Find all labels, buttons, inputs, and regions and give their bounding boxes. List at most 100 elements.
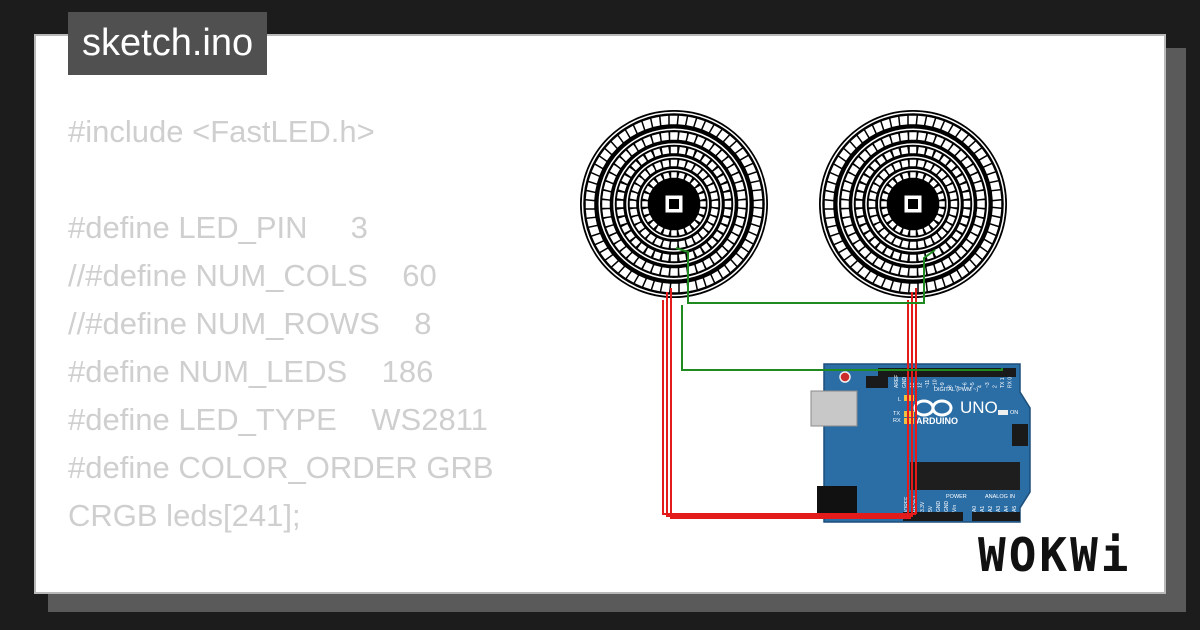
ring-led [735, 189, 748, 202]
pin-label: A5 [1012, 506, 1018, 512]
ring-led [962, 199, 972, 209]
board-brand: ARDUINO [916, 416, 958, 426]
ring-led [669, 170, 679, 180]
ring-led [600, 198, 612, 210]
pin-label: ~6 [963, 382, 969, 388]
ring-led [854, 207, 866, 218]
pin-label: 8 [948, 385, 954, 388]
ring-led [708, 190, 720, 202]
ring-led [615, 199, 625, 209]
board-model: UNO [960, 398, 998, 417]
pin-label: A0 [972, 506, 978, 512]
ring-led [839, 198, 851, 210]
pin-label: ~11 [925, 380, 931, 388]
ring-led [676, 226, 687, 238]
ring-led [839, 206, 852, 219]
ring-led [900, 170, 911, 182]
sketch-filename-tab: sketch.ino [68, 12, 268, 75]
reset-button[interactable] [839, 371, 851, 383]
ring-led [879, 199, 889, 209]
code-line: #define COLOR_ORDER GRB [68, 450, 494, 485]
arduino-uno-board[interactable]: UNO ARDUINO DIGITAL (PWM ~) POWER ANALOG… [810, 363, 1031, 523]
code-block: #include <FastLED.h>#define LED_PIN 3//#… [68, 108, 554, 592]
ring-led [669, 253, 679, 263]
pin-label: A1 [980, 506, 986, 512]
pin-label: A2 [988, 506, 994, 512]
digital-label: DIGITAL (PWM ~) [934, 387, 978, 393]
aref-label: AREF [894, 375, 900, 388]
ring-led [854, 199, 864, 209]
ring-led [676, 265, 689, 278]
code-line: #include <FastLED.h> [68, 114, 375, 149]
on-label: ON [1010, 410, 1018, 416]
ring-led [751, 188, 764, 202]
code-line: #define LED_TYPE WS2811 [68, 402, 488, 437]
microcontroller-chip [910, 462, 1020, 490]
pin-label: TX 1 [1000, 377, 1006, 388]
ring-led [736, 198, 748, 210]
ring-separator [639, 169, 709, 239]
ring-separator [626, 156, 722, 252]
ring-center-die [908, 199, 918, 209]
ring-led [669, 228, 679, 238]
ring-led [899, 145, 910, 157]
ring-led [908, 253, 918, 263]
ring-led [974, 189, 987, 202]
ring-led [640, 199, 650, 209]
pin-label: GND [936, 501, 942, 513]
led-ring-left[interactable] [580, 110, 768, 298]
ring-separator [852, 143, 974, 265]
ring-separator [598, 128, 750, 280]
pin-label: A4 [1004, 506, 1010, 512]
power-label: POWER [946, 494, 967, 500]
ring-separator [837, 128, 989, 280]
analog-header[interactable] [972, 512, 1020, 521]
ring-led [659, 130, 672, 143]
ring-led [723, 199, 733, 209]
l-label: L [898, 397, 901, 403]
wire-5v-b[interactable] [670, 288, 911, 519]
wire-data-pin3[interactable] [681, 305, 1003, 371]
pin-label: ~10 [933, 379, 939, 388]
usb-port [810, 390, 858, 427]
pin-label: 12 [918, 382, 924, 388]
ring-led [990, 188, 1003, 202]
ring-led [960, 190, 972, 201]
led-ring-right[interactable] [819, 110, 1007, 298]
ring-led [908, 145, 918, 155]
ring-led [696, 191, 708, 202]
ring-led [698, 199, 708, 209]
code-line: CRGB leds[241]; [68, 498, 301, 533]
wire-data-chain[interactable] [675, 247, 936, 304]
power-jack [817, 486, 857, 516]
pin-label: ~9 [940, 382, 946, 388]
pin-label: Vin [952, 505, 958, 512]
icsp-header-small [866, 376, 888, 388]
wire-5v-a[interactable] [666, 292, 913, 517]
ring-led [975, 198, 987, 210]
pin-label: RX 0 [1008, 377, 1014, 388]
ring-led [879, 206, 891, 217]
ring-led [600, 206, 613, 219]
ring-led [661, 170, 672, 182]
wokwi-logo: WOKWi [978, 528, 1132, 582]
ring-led [668, 130, 680, 142]
icsp-header [1012, 424, 1028, 446]
ring-separator [878, 169, 948, 239]
pin-label: 2 [993, 385, 999, 388]
ring-led [907, 266, 919, 278]
ring-led [907, 130, 919, 142]
wires[interactable] [662, 247, 1003, 519]
ring-center-die [669, 199, 679, 209]
pin-label: A3 [996, 506, 1002, 512]
analog-label: ANALOG IN [985, 494, 1015, 500]
digital-header[interactable] [878, 368, 1016, 377]
rx-label: RX [893, 418, 901, 424]
ring-led [669, 145, 679, 155]
ring-led [915, 265, 928, 278]
ring-separator [613, 143, 735, 265]
power-header[interactable] [903, 512, 963, 521]
ring-led [898, 130, 911, 143]
